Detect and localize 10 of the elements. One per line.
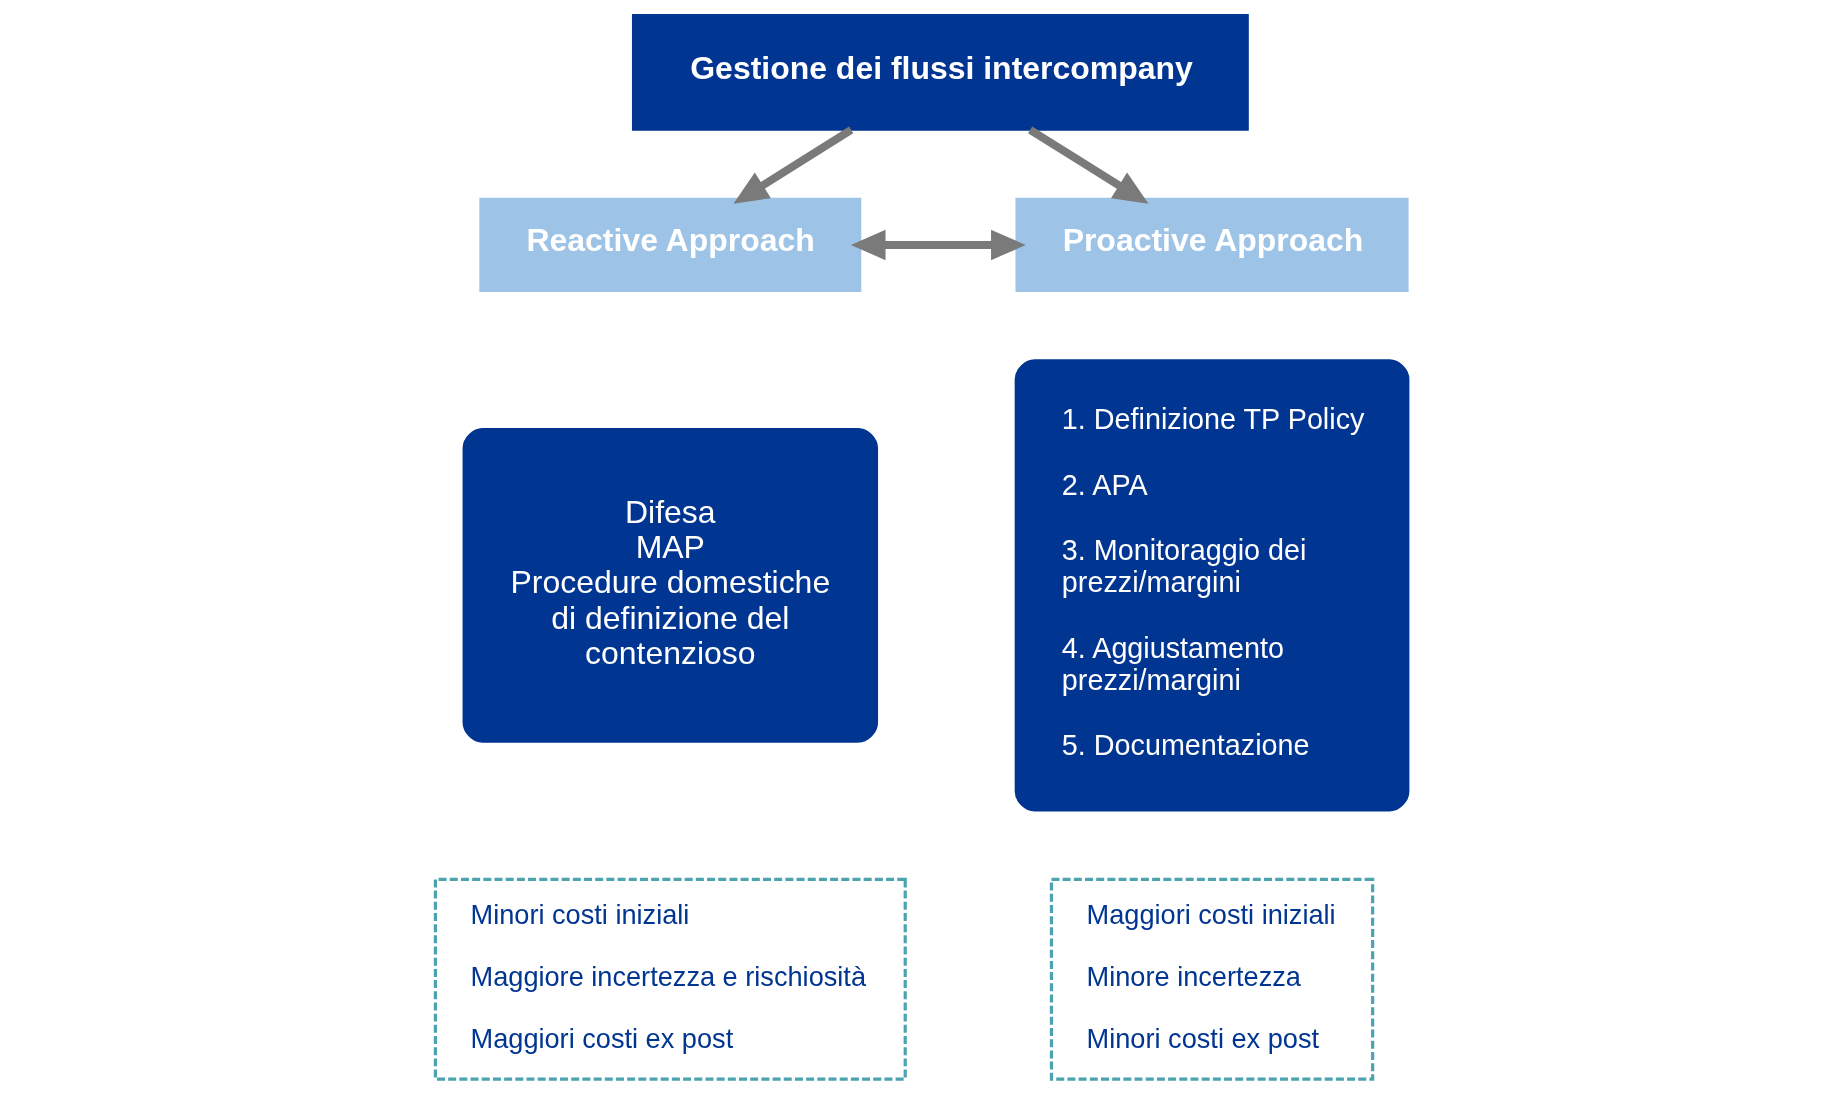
node-box: 1. Definizione TP Policy 2. APA 3. Monitoraggio dei prezzi/margini 4. Aggiustamento prezzi/margini 5. Documentazione [1014, 359, 1410, 812]
node-box: Difesa MAP Procedure domestiche di definizione del contenzioso [462, 427, 879, 743]
node-box: Maggiori costi iniziali Minore incertezza Minori costi ex post [1049, 877, 1375, 1081]
arrow [850, 229, 1026, 261]
node-box: Proactive Approach [1015, 197, 1409, 293]
node-box: Minori costi iniziali Maggiore incertezza e rischiosità Maggiori costi ex post [433, 877, 907, 1081]
arrow [1027, 126, 1149, 204]
node-box: Gestione dei flussi intercompany [631, 14, 1249, 131]
node-box: Reactive Approach [479, 197, 862, 293]
arrow [733, 126, 854, 204]
